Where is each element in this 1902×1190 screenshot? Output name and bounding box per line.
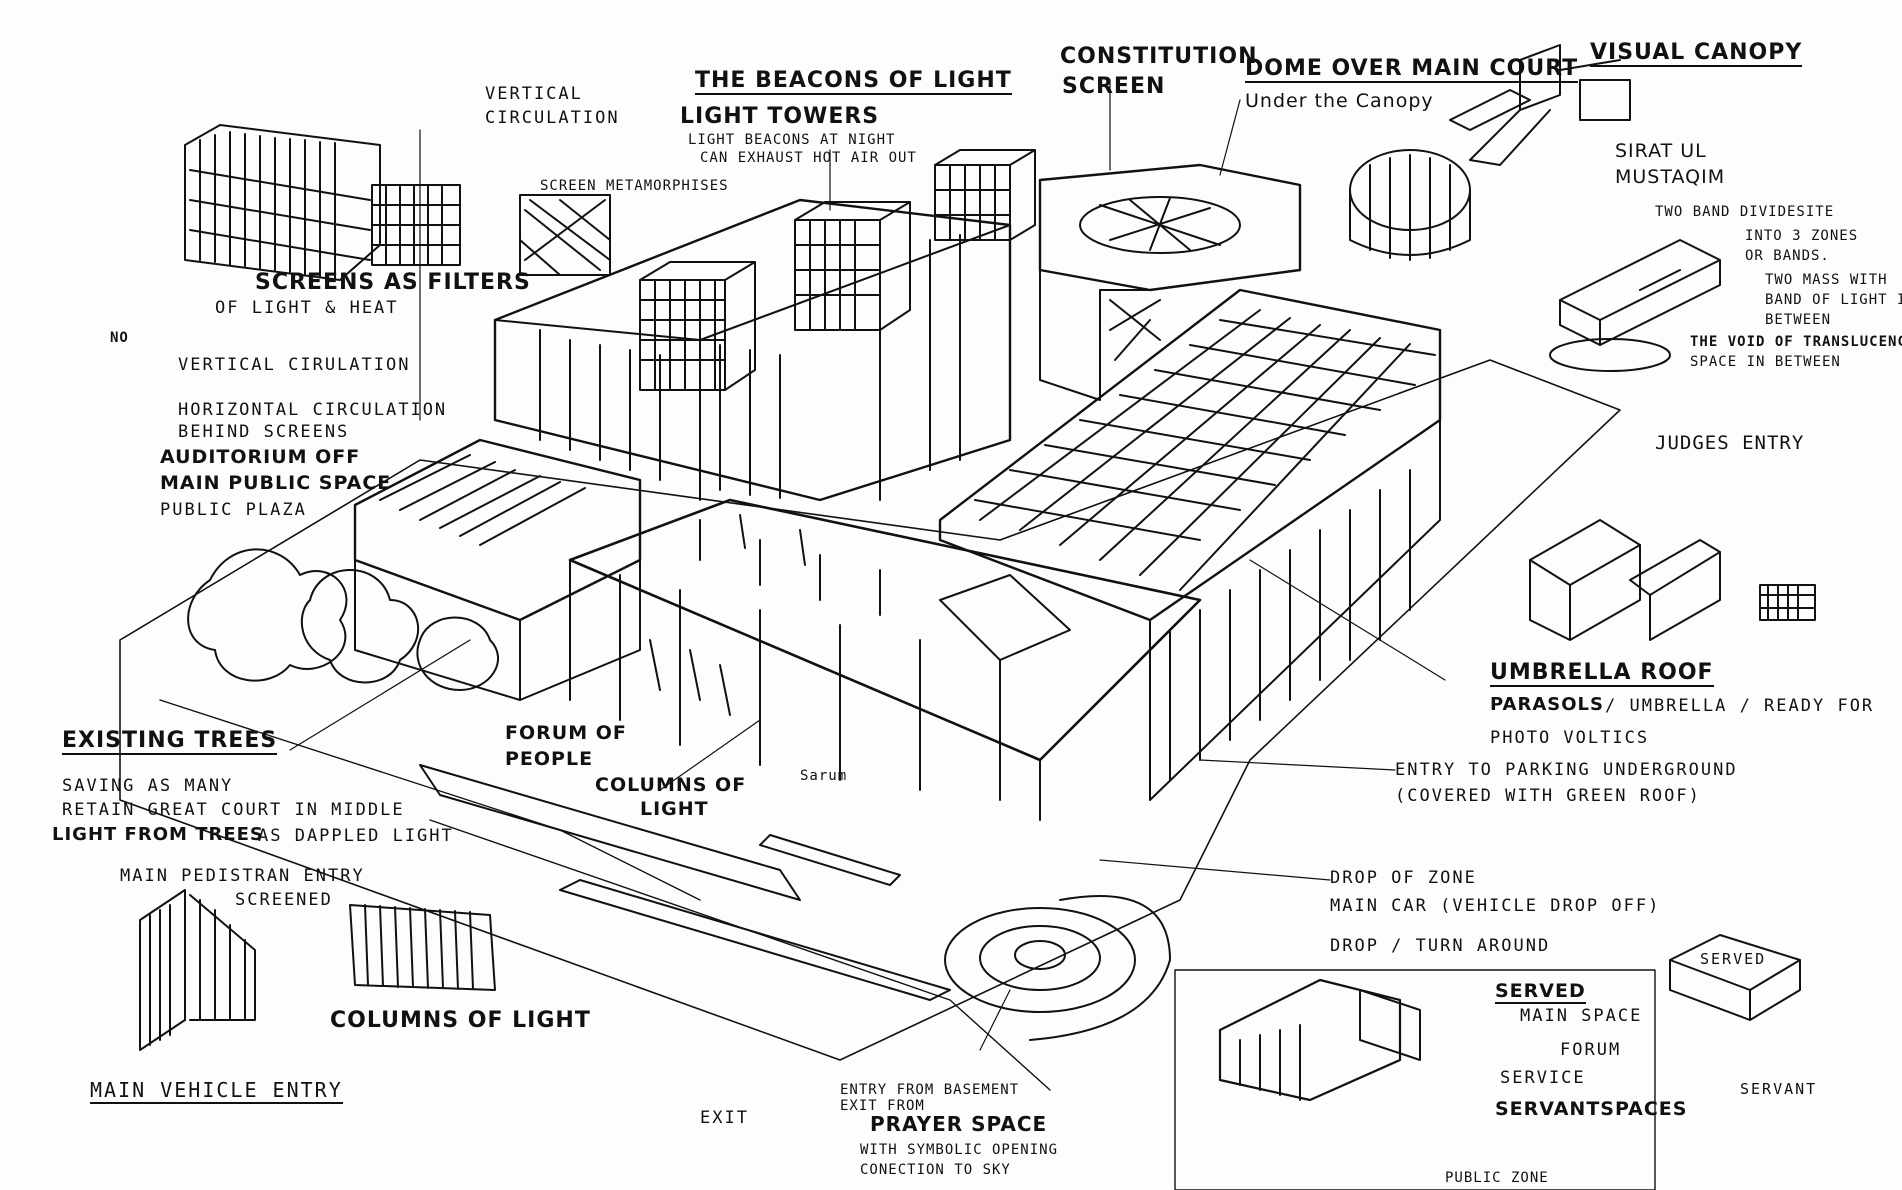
existing-trees-label: EXISTING TREES bbox=[62, 728, 278, 755]
constitution-label-2: SCREEN bbox=[1062, 74, 1166, 99]
entry-parking-label: ENTRY TO PARKING UNDERGROUND bbox=[1395, 760, 1738, 780]
drop-turn-label: DROP / TURN AROUND bbox=[1330, 936, 1551, 956]
screen-box-sketch bbox=[371, 184, 461, 266]
drop-zone-label: DROP OF ZONE bbox=[1330, 868, 1477, 888]
main-space-label: MAIN SPACE bbox=[1520, 1006, 1643, 1026]
auditorium-block bbox=[353, 438, 642, 701]
two-band-4: TWO MASS WITH bbox=[1765, 272, 1888, 288]
columns-sketch-right bbox=[349, 904, 496, 991]
served-servant-sketch bbox=[1174, 934, 1801, 1190]
forum-canopy bbox=[568, 498, 1202, 821]
two-band-6: BETWEEN bbox=[1765, 312, 1832, 328]
front-plaza bbox=[419, 764, 951, 1001]
columns-of-light-label: COLUMNS OF LIGHT bbox=[330, 1008, 591, 1033]
retain-label: RETAIN GREAT COURT IN MIDDLE bbox=[62, 800, 405, 820]
light-towers-label: LIGHT TOWERS bbox=[680, 104, 880, 129]
covered-label: (COVERED WITH GREEN ROOF) bbox=[1395, 786, 1701, 806]
entry-basement-1: ENTRY FROM BASEMENT bbox=[840, 1082, 1020, 1098]
main-car-label: MAIN CAR (VEHICLE DROP OFF) bbox=[1330, 896, 1661, 916]
columns-sketch-left bbox=[139, 889, 256, 1051]
margin-mark: NO bbox=[110, 330, 129, 346]
auditorium-label: AUDITORIUM OFF bbox=[160, 446, 361, 468]
columns-light-label-2: LIGHT bbox=[640, 798, 709, 820]
two-band-3: OR BANDS. bbox=[1745, 248, 1830, 264]
forum-label-1: FORUM OF bbox=[505, 722, 627, 744]
constitution-label-1: CONSTITUTION bbox=[1060, 44, 1258, 69]
constitution-block bbox=[1038, 163, 1302, 401]
screened-label: SCREENED bbox=[235, 890, 333, 910]
two-band-1: TWO BAND DIVIDESITE bbox=[1655, 204, 1835, 220]
visual-canopy-label: VISUAL CANOPY bbox=[1590, 40, 1803, 67]
main-ped-label: MAIN PEDISTRAN ENTRY bbox=[120, 866, 365, 886]
beacons-label: THE BEACONS OF LIGHT bbox=[695, 68, 1012, 95]
dome-label: DOME OVER MAIN COURT bbox=[1245, 56, 1579, 83]
behind-screens-label: BEHIND SCREENS bbox=[178, 422, 350, 442]
courts-building bbox=[938, 288, 1442, 801]
light-tower-1 bbox=[639, 261, 756, 391]
served-label: SERVED bbox=[1495, 980, 1586, 1004]
existing-trees bbox=[187, 548, 500, 691]
servant-small-label: SERVANT bbox=[1740, 1080, 1818, 1098]
dappled-label: AS DAPPLED LIGHT bbox=[258, 826, 454, 846]
light-from-trees-label: LIGHT FROM TREES bbox=[52, 824, 264, 845]
void-label-1: THE VOID OF TRANSLUCENCE bbox=[1690, 334, 1902, 350]
judges-sketch bbox=[1529, 519, 1816, 641]
main-vehicle-label: MAIN VEHICLE ENTRY bbox=[90, 1078, 343, 1104]
main-public-label: MAIN PUBLIC SPACE bbox=[160, 472, 392, 494]
site-plane bbox=[119, 359, 1621, 1061]
photo-voltics-label: PHOTO VOLTICS bbox=[1490, 728, 1650, 748]
public-plaza-label: PUBLIC PLAZA bbox=[160, 500, 307, 520]
screens-filters-label: SCREENS AS FILTERS bbox=[255, 270, 531, 295]
horizontal-circ-label: HORIZONTAL CIRCULATION bbox=[178, 400, 448, 420]
exit-label: EXIT bbox=[700, 1108, 749, 1128]
vertical-circ-top-2: CIRCULATION bbox=[485, 108, 620, 128]
symbolic-label: WITH SYMBOLIC OPENING bbox=[860, 1142, 1059, 1158]
under-canopy-label: Under the Canopy bbox=[1245, 90, 1434, 112]
forum-small-label: FORUM bbox=[1560, 1040, 1622, 1060]
band-sketch bbox=[1549, 239, 1721, 372]
drop-off-circle bbox=[944, 895, 1171, 1041]
shop-sign: Sarum bbox=[800, 768, 848, 784]
sirat-label-2: MUSTAQIM bbox=[1615, 166, 1726, 188]
forum-label-2: PEOPLE bbox=[505, 748, 594, 770]
two-band-2: INTO 3 ZONES bbox=[1745, 228, 1859, 244]
served-small-label: SERVED bbox=[1700, 950, 1767, 968]
judges-entry-label: JUDGES ENTRY bbox=[1655, 432, 1805, 454]
saving-label: SAVING AS MANY bbox=[62, 776, 234, 796]
void-label-2: SPACE IN BETWEEN bbox=[1690, 354, 1841, 370]
service-label: SERVICE bbox=[1500, 1068, 1586, 1088]
servant-spaces-label: SERVANTSPACES bbox=[1495, 1098, 1688, 1120]
sirat-label-1: SIRAT UL bbox=[1615, 140, 1707, 162]
light-tower-2 bbox=[794, 201, 911, 331]
vertical-circ-top-1: VERTICAL bbox=[485, 84, 583, 104]
public-zone-label: PUBLIC ZONE bbox=[1445, 1170, 1549, 1186]
light-heat-label: OF LIGHT & HEAT bbox=[215, 298, 399, 318]
connection-label: CONECTION TO SKY bbox=[860, 1162, 1011, 1178]
prayer-label: PRAYER SPACE bbox=[870, 1112, 1048, 1136]
screen-meta-label: SCREEN METAMORPHISES bbox=[540, 178, 729, 194]
parasols-rest-label: / UMBRELLA / READY FOR bbox=[1605, 696, 1875, 716]
central-tower bbox=[493, 198, 1012, 502]
beacons-note-1: LIGHT BEACONS AT NIGHT bbox=[688, 132, 896, 148]
vertical-circ-label: VERTICAL CIRULATION bbox=[178, 355, 411, 375]
columns-light-label-1: COLUMNS OF bbox=[595, 774, 747, 796]
dome-sketch bbox=[1349, 149, 1471, 261]
beacons-note-2: CAN EXHAUST HOT AIR OUT bbox=[700, 150, 917, 166]
umbrella-roof-label: UMBRELLA ROOF bbox=[1490, 660, 1714, 687]
metamorphosis-sketch bbox=[519, 194, 611, 276]
entry-basement-2: EXIT FROM bbox=[840, 1098, 925, 1114]
parasols-label: PARASOLS bbox=[1490, 694, 1604, 715]
two-band-5: BAND OF LIGHT IN bbox=[1765, 292, 1902, 308]
light-tower-3 bbox=[934, 149, 1036, 241]
screens-filters-sketch bbox=[184, 124, 381, 281]
